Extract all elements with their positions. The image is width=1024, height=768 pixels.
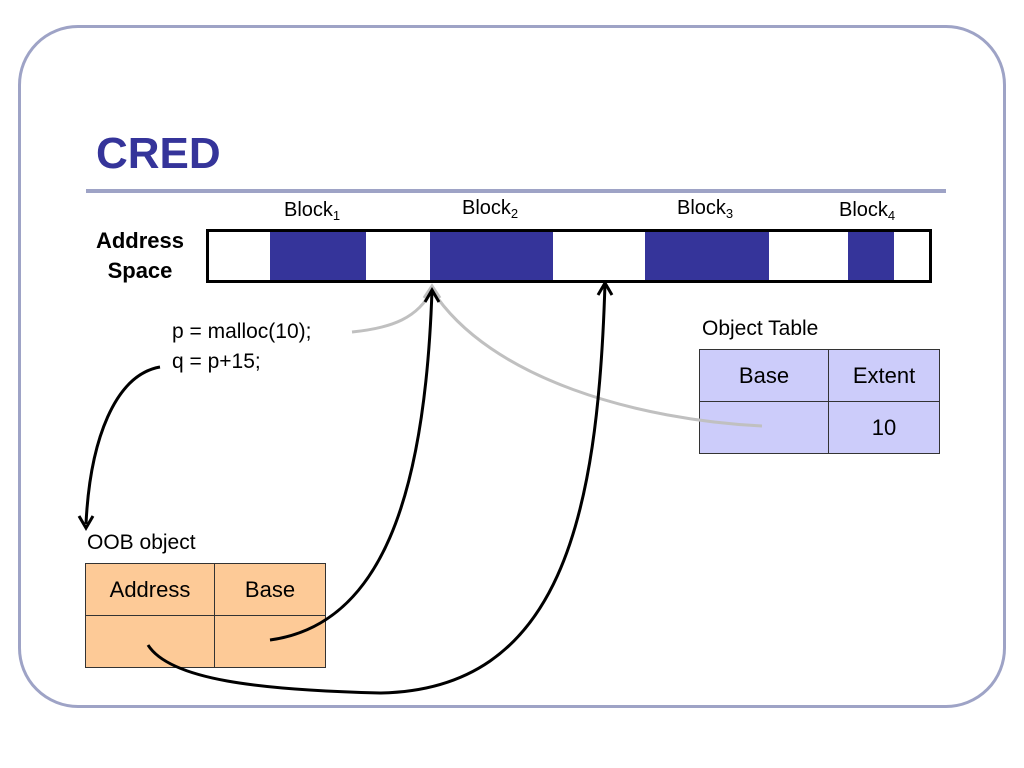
q-to-oob-arrow (84, 365, 161, 525)
block-label-2-sub: 2 (510, 206, 519, 221)
code-line-pointer-arith: q = p+15; (172, 350, 261, 373)
block-3 (645, 232, 769, 280)
address-space-label-line-1: Address (95, 228, 185, 253)
oob-address-to-gap-arrow (146, 282, 607, 695)
block-label-2-name: Block (462, 197, 511, 219)
block-label-3: Block3 (677, 197, 733, 221)
block-2 (430, 232, 553, 280)
block-label-1-sub: 1 (332, 208, 341, 223)
block-label-2: Block2 (462, 197, 518, 221)
object-table: Base Extent 10 (699, 349, 940, 454)
table-base-to-block2-arrow (430, 289, 763, 428)
code-line-malloc: p = malloc(10); (172, 320, 312, 343)
block-label-1-name: Block (284, 199, 333, 221)
block-label-3-sub: 3 (725, 206, 734, 221)
oob-cell-address (85, 615, 215, 668)
address-space-bar (206, 229, 932, 283)
oob-object-table: Address Base (85, 563, 326, 668)
block-1 (270, 232, 366, 280)
object-table-cell-extent: 10 (828, 401, 940, 454)
oob-cell-base (214, 615, 326, 668)
address-space-label-line-2: Space (107, 258, 173, 283)
block-label-4: Block4 (839, 199, 895, 223)
oob-object-caption: OOB object (87, 531, 196, 554)
title-divider (86, 189, 946, 193)
block-label-4-sub: 4 (887, 208, 896, 223)
gap-arrowhead (596, 280, 614, 296)
p-to-block2-arrow (351, 289, 434, 334)
oob-arrowhead (77, 515, 95, 531)
object-table-cell-base (699, 401, 829, 454)
slide-frame (18, 25, 1006, 708)
oob-base-to-block2-arrow (269, 289, 434, 642)
object-table-header-base: Base (699, 349, 829, 402)
block-label-1: Block1 (284, 199, 340, 223)
block2-black-arrowhead (423, 287, 441, 303)
address-space-label: Address Space (80, 226, 200, 286)
block-label-3-name: Block (677, 197, 726, 219)
block-label-4-name: Block (839, 199, 888, 221)
object-table-caption: Object Table (702, 317, 819, 340)
oob-header-base: Base (214, 563, 326, 616)
block-4 (848, 232, 894, 280)
slide-title: CRED (96, 129, 221, 178)
object-table-header-extent: Extent (828, 349, 940, 402)
block2-gray-arrowhead (422, 283, 442, 299)
